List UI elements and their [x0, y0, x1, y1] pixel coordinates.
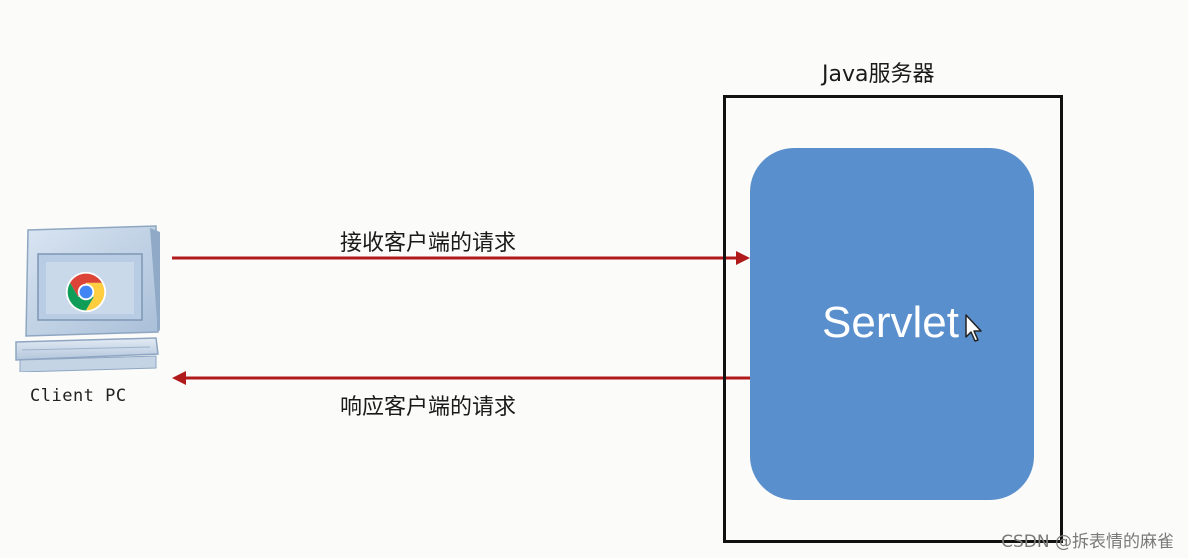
arrows-layer: [172, 251, 750, 385]
server-title: Java服务器: [822, 62, 935, 87]
java-server-box: [723, 95, 1063, 543]
servlet-label: Servlet: [822, 298, 959, 347]
request-label: 接收客户端的请求: [340, 231, 517, 256]
servlet-block: [750, 148, 1034, 500]
chrome-icon: [65, 271, 107, 313]
client-pc-label: Client PC: [30, 386, 127, 406]
request-arrow: [172, 251, 750, 265]
response-label: 响应客户端的请求: [340, 395, 517, 420]
watermark: CSDN @拆表情的麻雀: [1001, 532, 1174, 552]
mouse-cursor-icon: [965, 314, 982, 342]
response-arrow: [172, 371, 750, 385]
